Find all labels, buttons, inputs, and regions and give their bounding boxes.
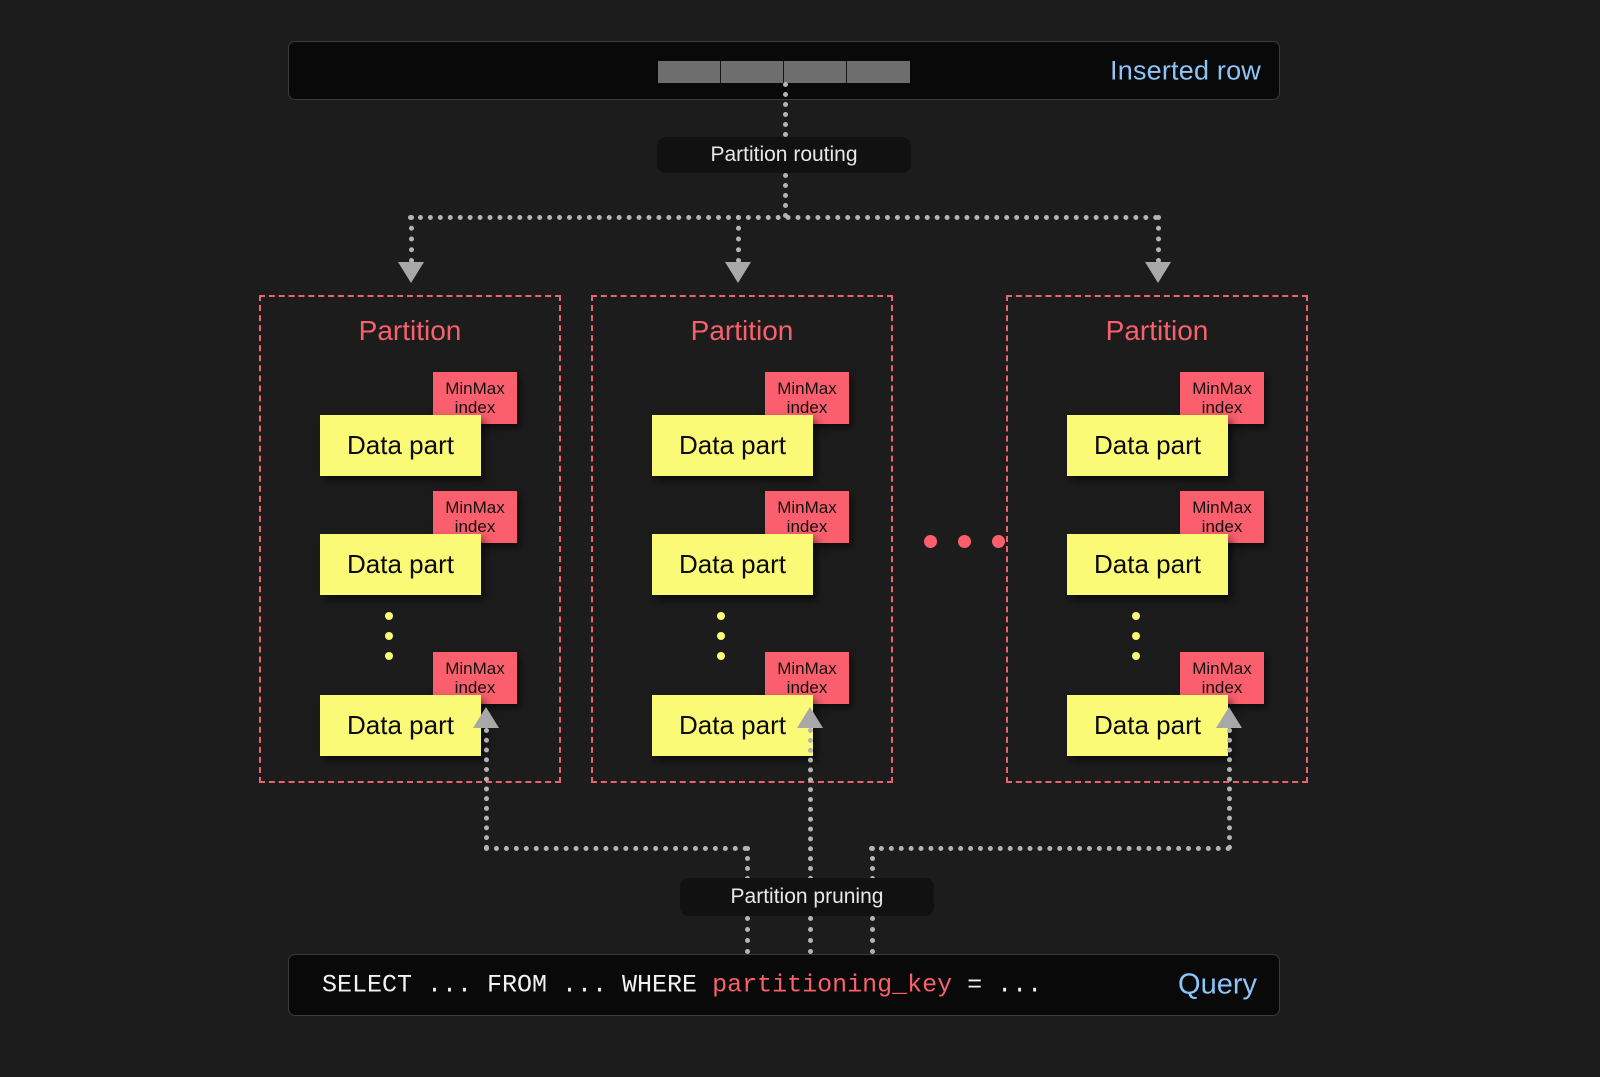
data-part-box: Data part [320,695,481,756]
data-part-box: Data part [320,534,481,595]
connector-partition-2-to-pruning [808,728,813,881]
connector-row-to-routing [783,82,788,137]
minmax-index-line2: index [1201,517,1243,536]
ellipsis-dot [1132,652,1140,660]
arrowhead-down-partition-1 [398,262,424,283]
partition-title: Partition [1105,315,1209,346]
connector-pruning-bus-right [869,846,1231,851]
routing-fanout-bus [408,215,1159,220]
minmax-index-line1: MinMax [1192,378,1252,398]
inserted-row-label: Inserted row [1110,55,1261,85]
query-bar: SELECT ... FROM ... WHERE partitioning_k… [288,954,1280,1016]
connector-partition-3-to-pruning [1227,728,1232,850]
row-cell [784,61,847,83]
row-cell [721,61,784,83]
query-sql-text: SELECT ... FROM ... WHERE partitioning_k… [322,971,1042,1000]
ellipsis-dot [385,632,393,640]
minmax-index-line1: MinMax [1192,658,1252,678]
partitions-horizontal-ellipsis [924,535,1005,548]
data-part-box: Data part [652,415,813,476]
minmax-index-line2: index [1201,398,1243,417]
connector-pruning-bus-left-drop [745,846,750,881]
minmax-index-line1: MinMax [445,658,505,678]
data-part-box: Data part [652,534,813,595]
data-parts-vertical-ellipsis [1132,612,1140,660]
minmax-index-line2: index [786,517,828,536]
data-part-box: Data part [1067,415,1228,476]
arrowhead-up-partition-1 [473,707,499,728]
ellipsis-dot [1132,632,1140,640]
partition-box-1: Partition MinMax index Data part MinMax … [259,295,561,783]
minmax-index-line1: MinMax [777,497,837,517]
partition-routing-label: Partition routing [657,137,911,173]
ellipsis-dot [385,612,393,620]
minmax-index-line2: index [454,678,496,697]
connector-bus-to-partition-3 [1156,215,1161,263]
connector-pruning-to-query-3 [870,916,875,954]
data-part-box: Data part [652,695,813,756]
ellipsis-dot [717,652,725,660]
arrowhead-down-partition-3 [1145,262,1171,283]
data-parts-vertical-ellipsis [385,612,393,660]
arrowhead-up-partition-3 [1216,707,1242,728]
connector-pruning-bus-right-drop [870,846,875,881]
ellipsis-dot [1132,612,1140,620]
partition-title: Partition [690,315,794,346]
partition-box-2: Partition MinMax index Data part MinMax … [591,295,893,783]
ellipsis-dot [924,535,937,548]
minmax-index-line2: index [786,678,828,697]
data-part-box: Data part [1067,534,1228,595]
ellipsis-dot [385,652,393,660]
minmax-index-line2: index [454,517,496,536]
partition-pruning-label: Partition pruning [680,878,934,916]
ellipsis-dot [717,612,725,620]
partition-title: Partition [358,315,462,346]
arrowhead-down-partition-2 [725,262,751,283]
minmax-index-line1: MinMax [777,378,837,398]
data-part-box: Data part [320,415,481,476]
connector-partition-1-to-pruning [484,728,489,850]
row-cell [847,61,910,83]
query-sql-suffix: = ... [952,970,1043,1000]
minmax-index-line2: index [1201,678,1243,697]
minmax-index-line1: MinMax [445,378,505,398]
ellipsis-dot [717,632,725,640]
minmax-index-line2: index [454,398,496,417]
data-part-box: Data part [1067,695,1228,756]
query-sql-prefix: SELECT ... FROM ... WHERE [322,970,713,1000]
partition-box-3: Partition MinMax index Data part MinMax … [1006,295,1308,783]
minmax-index-line1: MinMax [445,497,505,517]
connector-pruning-bus-left [484,846,748,851]
inserted-row-cells [658,61,910,83]
connector-bus-to-partition-2 [736,215,741,263]
inserted-row-bar: Inserted row [288,41,1280,100]
data-parts-vertical-ellipsis [717,612,725,660]
ellipsis-dot [992,535,1005,548]
row-cell [658,61,721,83]
minmax-index-line1: MinMax [1192,497,1252,517]
minmax-index-box: MinMax index [433,652,517,704]
connector-bus-to-partition-1 [409,215,414,263]
ellipsis-dot [958,535,971,548]
minmax-index-line1: MinMax [777,658,837,678]
minmax-index-line2: index [786,398,828,417]
connector-routing-to-bus [783,173,788,218]
query-label: Query [1178,968,1257,1001]
connector-pruning-to-query-2 [808,916,813,954]
query-sql-column: partitioning_key [712,970,953,1000]
connector-pruning-to-query-1 [745,916,750,954]
arrowhead-up-partition-2 [797,707,823,728]
